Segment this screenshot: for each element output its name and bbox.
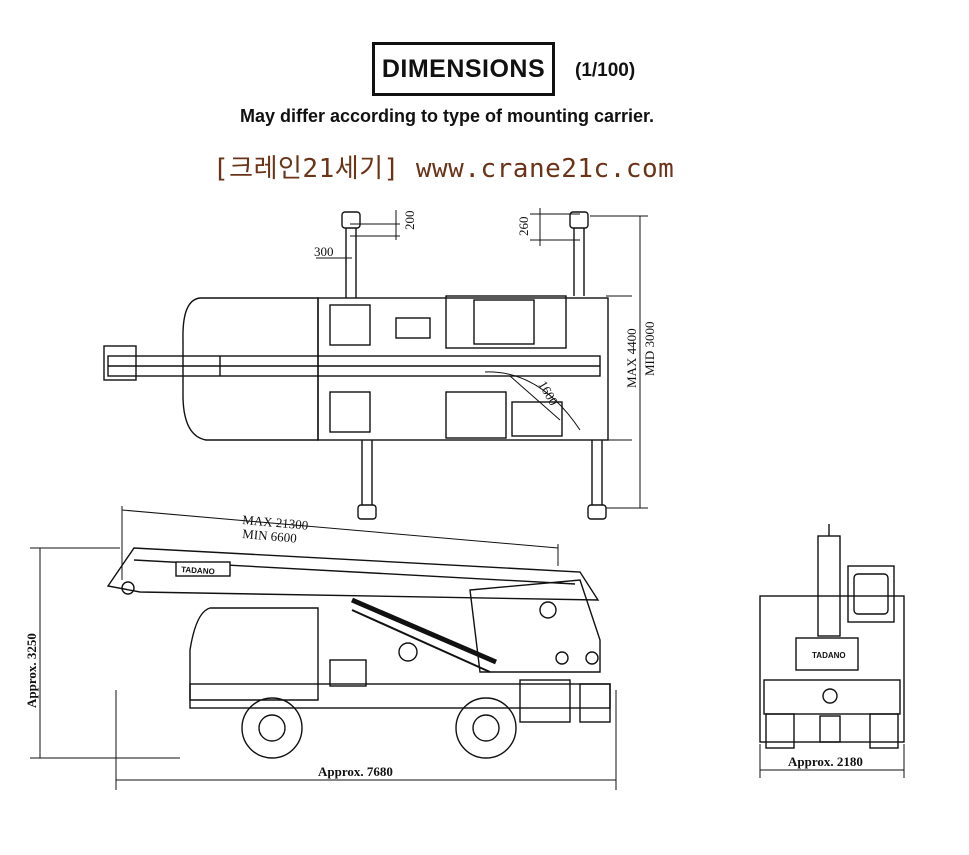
dim-outrigger-rear: 260	[516, 217, 531, 237]
rear-view	[759, 524, 905, 778]
dim-width-mid: MID 3000	[642, 321, 657, 376]
dim-outrigger-top: 200	[402, 211, 417, 231]
title-box: DIMENSIONS	[372, 42, 555, 96]
top-view	[103, 208, 648, 520]
side-boom	[106, 547, 600, 601]
top-body	[317, 297, 609, 441]
page-title: DIMENSIONS	[381, 54, 546, 83]
side-cab	[189, 607, 319, 701]
subtitle-note: May differ according to type of mounting…	[240, 106, 655, 126]
dim-length: Approx. 7680	[318, 764, 393, 779]
rear-boom	[817, 535, 841, 637]
side-rear-wheel	[455, 697, 517, 759]
top-cab	[182, 297, 319, 441]
side-front-wheel	[241, 697, 303, 759]
dim-slew-radius: 1600	[535, 378, 561, 408]
dim-boom-max: MAX 21300	[242, 512, 309, 533]
scale-label: (1/100)	[575, 60, 636, 81]
dim-rear-width: Approx. 2180	[788, 754, 863, 769]
dim-width-max: MAX 4400	[624, 328, 639, 388]
rear-brand-label: TADANO	[812, 651, 846, 660]
dim-height: Approx. 3250	[24, 633, 39, 708]
boom-brand-label: TADANO	[181, 565, 215, 576]
dim-boom-min: MIN 6600	[242, 526, 298, 546]
watermark: [크레인21세기] www.crane21c.com	[213, 154, 675, 184]
side-view	[30, 506, 617, 790]
dim-outrigger-offset: 300	[314, 244, 334, 259]
